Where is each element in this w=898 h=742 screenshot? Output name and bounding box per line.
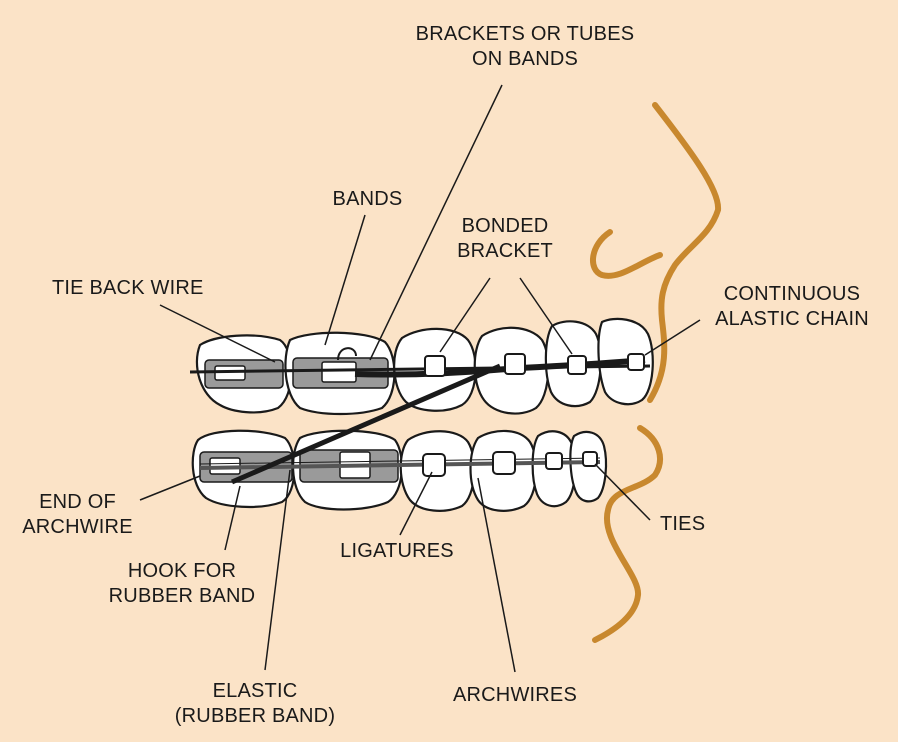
label-ligatures-text: LIGATURES [340,540,454,562]
nose-profile [647,102,722,403]
label-bonded-bracket: BONDED BRACKET [440,214,570,264]
label-tie-back-wire: TIE BACK WIRE [52,276,204,301]
chin-profile [592,425,663,643]
label-hook-for-rubber-band: HOOK FOR RUBBER BAND [92,559,272,609]
leader-ligatures [399,471,433,536]
leader-brackets-tubes [369,84,503,361]
leader-archwires [477,477,516,673]
label-elastic-line2: (RUBBER BAND) [174,705,336,727]
label-ties: TIES [660,512,705,537]
upper-bonded-brackets [424,353,645,377]
label-bonded-bracket-line2: BRACKET [457,240,553,262]
bracket-u2 [504,353,526,375]
lower-archwire-outline [199,457,601,465]
upper-tube-2 [321,361,357,383]
label-archwires-text: ARCHWIRES [452,684,578,706]
bracket-u3 [567,355,587,375]
label-ties-text: TIES [660,513,706,535]
bracket-l4 [582,451,598,467]
label-hook-line2: RUBBER BAND [108,585,256,607]
label-continuous-chain-line2: ALASTIC CHAIN [715,308,869,330]
leader-hook [224,485,241,551]
label-end-of-archwire-line1: END OF [39,491,116,513]
leader-end-of-archwire [139,475,201,501]
label-tie-back-wire-text: TIE BACK WIRE [52,277,204,299]
label-end-of-archwire-line2: ARCHWIRE [22,516,133,538]
bracket-l3 [545,452,563,470]
label-continuous-chain-line1: CONTINUOUS [723,283,861,305]
label-end-of-archwire: END OF ARCHWIRE [10,490,145,540]
elastic-rubber-band [231,363,501,485]
label-brackets-tubes-line1: BRACKETS OR TUBES [415,23,635,45]
nostril-profile [590,229,663,279]
label-archwires: ARCHWIRES [430,683,600,708]
label-brackets-tubes-line2: ON BANDS [471,48,579,70]
label-elastic: ELASTIC (RUBBER BAND) [155,679,355,729]
lower-bonded-brackets [422,451,598,477]
label-brackets-tubes: BRACKETS OR TUBES ON BANDS [385,22,665,72]
label-ligatures: LIGATURES [322,539,472,564]
bracket-l2 [492,451,516,475]
label-bands: BANDS [310,187,425,212]
leader-lines [139,84,701,673]
label-elastic-line1: ELASTIC [212,680,298,702]
bracket-u1 [424,355,446,377]
label-hook-line1: HOOK FOR [127,560,237,582]
leader-elastic [264,469,291,671]
leader-bonded-bracket-2 [519,277,573,355]
hook-on-tube [337,347,357,361]
label-bands-text: BANDS [332,188,403,210]
leader-continuous-chain [644,319,701,356]
bracket-u4 [627,353,645,371]
label-continuous-chain: CONTINUOUS ALASTIC CHAIN [692,282,892,332]
leader-ties [594,463,651,521]
label-bonded-bracket-line1: BONDED [461,215,549,237]
bracket-l1 [422,453,446,477]
leader-bands [324,214,366,346]
leader-bonded-bracket [439,277,491,353]
leader-tie-back-wire [159,304,276,363]
